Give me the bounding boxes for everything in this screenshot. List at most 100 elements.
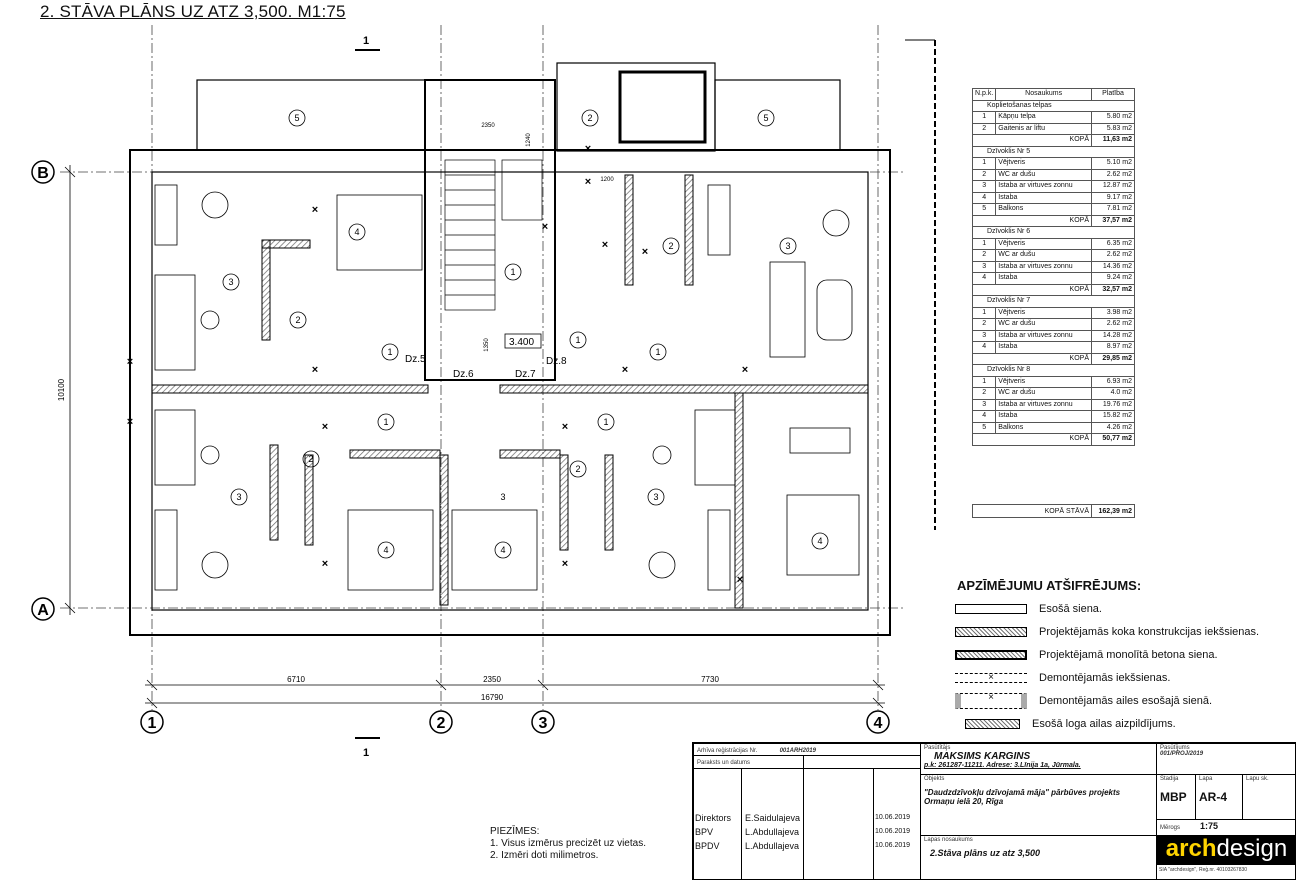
room-name: Vējtveris: [995, 237, 1092, 250]
room-area: 9.17 m2: [1091, 191, 1135, 204]
sheet-value: AR-4: [1199, 790, 1228, 804]
svg-text:×: ×: [127, 356, 133, 368]
room-area: 4.0 m2: [1091, 387, 1135, 400]
room-name: Istaba ar virtuves zonnu: [995, 398, 1092, 411]
svg-text:3: 3: [500, 492, 505, 502]
room-name: Vējtveris: [995, 375, 1092, 388]
room-name: Istaba ar virtuves zonnu: [995, 260, 1092, 273]
legend-label: Esošā loga ailas aizpildījums.: [1032, 717, 1176, 730]
group-row: Dzīvoklis Nr 8: [972, 364, 1135, 377]
legend-label: Demontējamās ailes esošajā sienā.: [1039, 694, 1213, 707]
svg-text:B: B: [37, 165, 49, 182]
svg-text:2: 2: [308, 454, 313, 464]
room-area: 4.26 m2: [1091, 421, 1135, 434]
room-area: 3.98 m2: [1091, 306, 1135, 319]
row-number: 4: [971, 191, 997, 204]
svg-text:×: ×: [742, 364, 748, 376]
svg-text:5: 5: [763, 113, 768, 123]
stage-value: MBP: [1160, 790, 1187, 804]
svg-text:2: 2: [295, 315, 300, 325]
total-label: KOPĀ: [972, 352, 1092, 365]
svg-text:1: 1: [363, 747, 369, 759]
svg-text:2: 2: [437, 715, 446, 732]
furniture: [154, 184, 860, 591]
axis-labels: B A 1 2 3 4: [31, 160, 890, 734]
row-number: 3: [971, 329, 997, 342]
group-row: Dzīvoklis Nr 5: [972, 145, 1135, 158]
svg-text:×: ×: [542, 221, 548, 233]
client-info: p.k: 261287-11211. Adrese: 3.Līnija 1a, …: [924, 762, 1081, 769]
svg-text:1240: 1240: [526, 133, 532, 147]
svg-text:2350: 2350: [481, 123, 495, 129]
room-area: 8.97 m2: [1091, 341, 1135, 354]
room-name: Istaba: [995, 191, 1092, 204]
door-labels: 3.400 Dz.5Dz.6 Dz.7Dz.8: [405, 333, 567, 380]
svg-text:3: 3: [228, 277, 233, 287]
order-label: Pasūtījums: [1160, 745, 1190, 751]
legend-item-window-fill: Esošā loga ailas aizpildījums.: [955, 712, 1295, 735]
total-value: 50,77 m2: [1091, 433, 1135, 446]
svg-text:1200: 1200: [600, 177, 614, 183]
stage-label: Stadija: [1160, 776, 1179, 782]
svg-text:4: 4: [354, 227, 359, 237]
group-row: Koplietošanas telpas: [972, 99, 1135, 112]
svg-text:×: ×: [127, 416, 133, 428]
row-number: 1: [971, 157, 997, 170]
demolition-marks: ×××× ×××× ××××× ×××: [127, 143, 748, 586]
client-label: Pasūtītājs: [924, 745, 951, 751]
room-name: Gaitenis ar liftu: [995, 122, 1092, 135]
legend-item-concrete-wall: Projektējamā monolītā betona siena.: [955, 643, 1295, 666]
legend-title: APZĪMĒJUMU ATŠIFRĒJUMS:: [957, 578, 1142, 593]
room-area: 5.10 m2: [1091, 157, 1135, 170]
svg-text:1: 1: [603, 417, 608, 427]
svg-text:×: ×: [312, 364, 318, 376]
svg-text:×: ×: [737, 574, 743, 586]
row-number: 4: [971, 410, 997, 423]
header-cell: Platība: [1091, 88, 1135, 101]
staircase: [444, 159, 543, 311]
svg-text:4: 4: [817, 536, 822, 546]
svg-text:3: 3: [539, 715, 548, 732]
row-number: 4: [971, 341, 997, 354]
room-name: Kāpņu telpa: [995, 111, 1092, 124]
room-name: Istaba ar virtuves zonnu: [995, 180, 1092, 193]
order-number: 001/PROJ/2019: [1160, 751, 1204, 757]
svg-text:×: ×: [322, 558, 328, 570]
legend-item-wood-wall: Projektējamās koka konstrukcijas iekšsie…: [955, 620, 1295, 643]
row-number: 5: [971, 421, 997, 434]
row-number: 3: [971, 260, 997, 273]
svg-text:4: 4: [383, 545, 388, 555]
room-area: 14.28 m2: [1091, 329, 1135, 342]
sheet-label: Lapa: [1199, 776, 1213, 782]
room-name: Balkons: [995, 203, 1092, 216]
row-number: 1: [971, 111, 997, 124]
room-name: Istaba ar virtuves zonnu: [995, 329, 1092, 342]
group-title: Dzīvoklis Nr 7: [972, 295, 1135, 308]
svg-text:A: A: [37, 602, 49, 619]
row-number: 5: [971, 203, 997, 216]
svg-text:1: 1: [363, 35, 369, 47]
svg-text:5: 5: [294, 113, 299, 123]
svg-text:3: 3: [785, 241, 790, 251]
row-number: 2: [971, 249, 997, 262]
drawing-title: 2. STĀVA PLĀNS UZ ATZ 3,500. M1:75: [40, 2, 346, 21]
legend: APZĪMĒJUMU ATŠIFRĒJUMS: Esošā siena. Pro…: [955, 578, 1295, 735]
svg-text:1350: 1350: [484, 338, 490, 352]
svg-text:Dz.8: Dz.8: [546, 356, 567, 367]
group-row: Dzīvoklis Nr 6: [972, 226, 1135, 239]
legend-item-demolish-wall: ×Demontējamās iekšsienas.: [955, 666, 1295, 689]
group-title: Dzīvoklis Nr 6: [972, 226, 1135, 239]
dimension-lines: [64, 165, 885, 709]
